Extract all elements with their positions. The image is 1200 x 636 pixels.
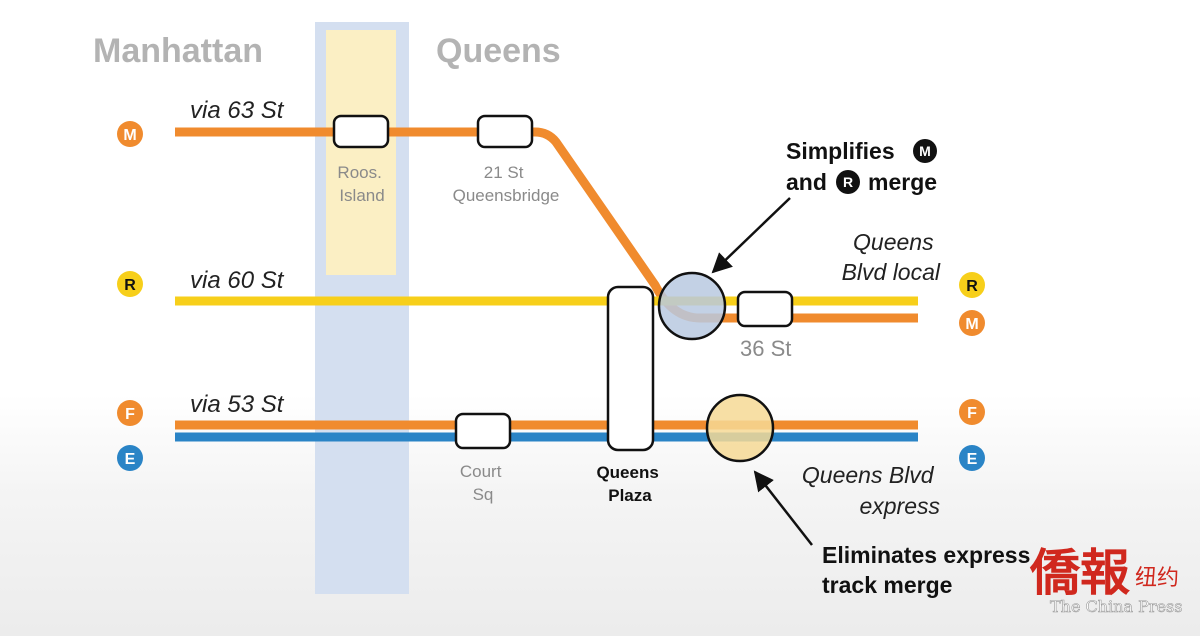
via-63-st: via 63 St (190, 97, 285, 124)
label-roosevelt-island: Roos. Island (337, 163, 386, 205)
roosevelt-island-shape (326, 30, 396, 275)
station-court-sq[interactable] (454, 412, 512, 450)
svg-text:F: F (125, 406, 135, 423)
via-53-st: via 53 St (190, 391, 285, 418)
bullet-m-right: M (959, 310, 985, 336)
svg-text:僑報: 僑報 (1029, 543, 1130, 602)
station-roosevelt-island[interactable] (332, 114, 390, 149)
callout-merge-word: merge (868, 169, 937, 195)
svg-text:纽约: 纽约 (1135, 566, 1179, 591)
bullet-f-left: F (117, 400, 143, 426)
station-queens-plaza[interactable] (606, 285, 655, 452)
merge-circle-m-r[interactable] (657, 271, 727, 341)
callout-bullet-m (913, 139, 937, 163)
svg-text:M: M (919, 143, 931, 159)
arrow-to-mr-merge (711, 197, 791, 274)
label-court-sq: Court Sq (460, 462, 506, 504)
svg-text:R: R (124, 277, 136, 294)
bullet-e-left: E (117, 445, 143, 471)
via-60-st: via 60 St (190, 267, 285, 294)
callout-simplifies-word: Simplifies (786, 138, 895, 164)
callout-and-word: and (786, 169, 827, 195)
label-queens-blvd-local: Queens Blvd local (842, 229, 941, 285)
region-manhattan: Manhattan (93, 32, 263, 70)
callout-simplifies-merge: Simplifies M and R merge (786, 138, 937, 195)
bullet-r-right: R (959, 272, 985, 298)
station-21st-queensbridge[interactable] (476, 114, 534, 149)
region-queens: Queens (436, 32, 561, 70)
svg-text:M: M (965, 316, 978, 333)
svg-text:F: F (967, 405, 977, 422)
label-21st-queensbridge: 21 St Queensbridge (453, 163, 560, 205)
bullet-r-left: R (117, 271, 143, 297)
watermark-china-press: 僑報 纽约 The China Press (1029, 543, 1183, 616)
svg-text:R: R (843, 174, 853, 190)
svg-text:E: E (967, 451, 978, 468)
svg-text:The China Press: The China Press (1050, 597, 1182, 616)
label-36st: 36 St (740, 336, 791, 361)
label-queens-blvd-express: Queens Blvd express (802, 462, 941, 519)
bullet-m-left: M (117, 121, 143, 147)
callout-eliminates-merge: Eliminates express track merge (822, 542, 1037, 598)
svg-text:M: M (123, 127, 136, 144)
bullet-f-right: F (959, 399, 985, 425)
station-36st[interactable] (736, 290, 794, 328)
svg-text:E: E (125, 451, 136, 468)
callout-bullet-r (836, 170, 860, 194)
label-queens-plaza: Queens Plaza (596, 463, 663, 505)
svg-text:R: R (966, 278, 978, 295)
bullet-e-right: E (959, 445, 985, 471)
merge-circle-express[interactable] (705, 393, 775, 463)
arrow-to-express-merge (753, 470, 813, 546)
